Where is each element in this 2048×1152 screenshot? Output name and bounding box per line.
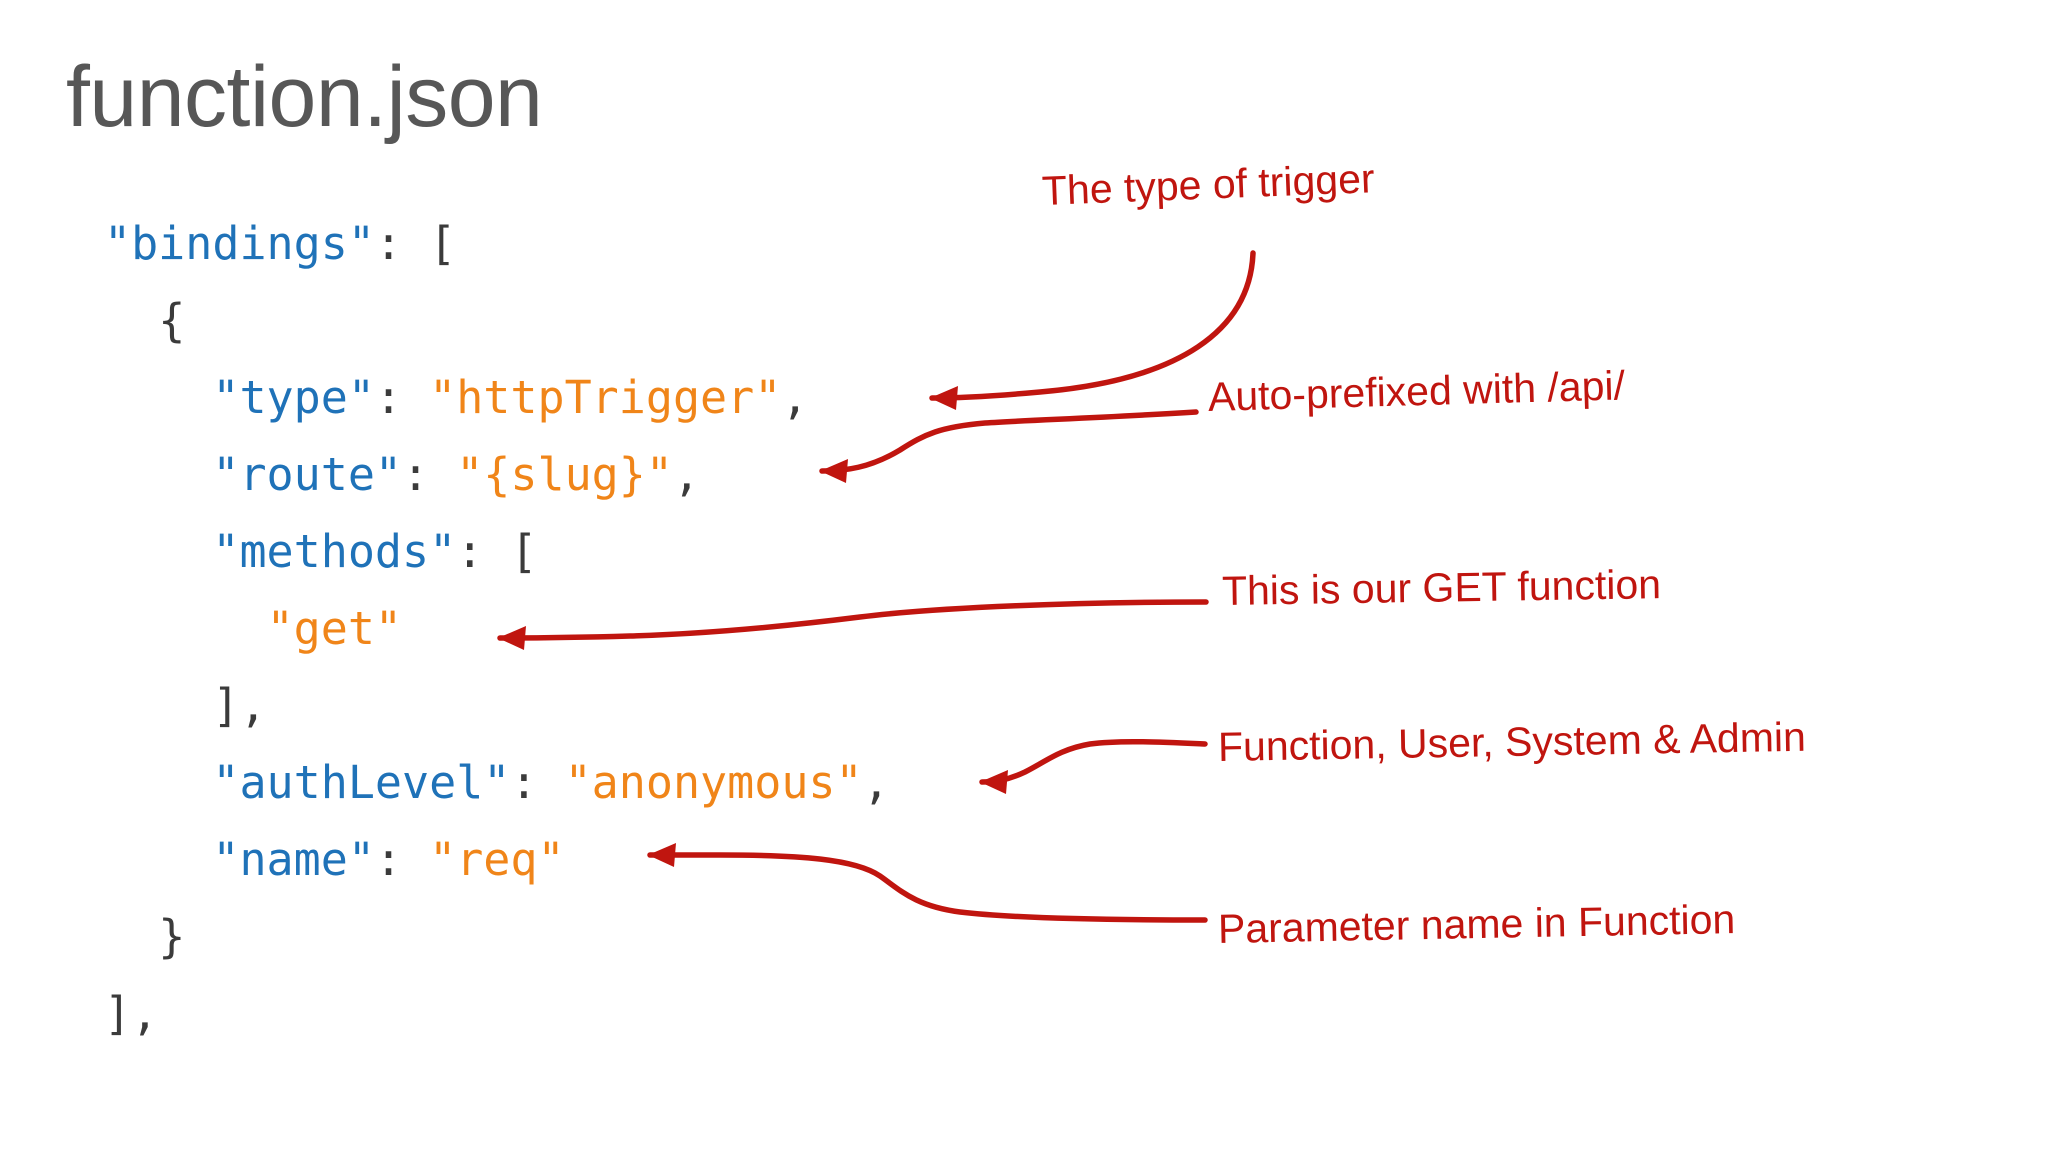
page-title: function.json bbox=[66, 49, 543, 145]
code-line: "methods": [ bbox=[104, 513, 890, 590]
code-indent bbox=[104, 756, 212, 809]
code-indent bbox=[104, 525, 212, 578]
code-token-key: "name" bbox=[212, 833, 375, 886]
code-line: } bbox=[104, 898, 890, 975]
code-line: "route": "{slug}", bbox=[104, 436, 890, 513]
code-line: "authLevel": "anonymous", bbox=[104, 744, 890, 821]
code-token-str: "get" bbox=[266, 602, 403, 655]
annotation-type-of-trigger: The type of trigger bbox=[1041, 155, 1376, 214]
code-token-key: "authLevel" bbox=[212, 756, 511, 809]
arrow-to-http-trigger bbox=[929, 250, 1256, 410]
json-code-block: "bindings": [ { "type": "httpTrigger", "… bbox=[104, 205, 890, 1052]
code-indent bbox=[104, 679, 212, 732]
code-token-punc: : bbox=[510, 756, 565, 809]
code-token-str: "httpTrigger" bbox=[429, 371, 782, 424]
code-line: "name": "req" bbox=[104, 821, 890, 898]
code-indent bbox=[104, 910, 158, 963]
code-line: ], bbox=[104, 667, 890, 744]
code-token-punc: ], bbox=[212, 679, 267, 732]
code-token-punc: : bbox=[374, 833, 430, 886]
code-token-punc: , bbox=[862, 756, 890, 809]
code-token-punc: : bbox=[374, 371, 430, 424]
code-indent bbox=[104, 602, 267, 655]
code-token-key: "bindings" bbox=[104, 217, 375, 270]
code-line: "get" bbox=[104, 590, 890, 667]
annotation-get-function: This is our GET function bbox=[1221, 561, 1662, 614]
code-indent bbox=[104, 833, 212, 886]
code-indent bbox=[104, 448, 212, 501]
code-token-punc: , bbox=[672, 448, 701, 501]
code-indent bbox=[104, 371, 212, 424]
code-token-punc: ], bbox=[104, 987, 159, 1040]
code-token-punc: [ bbox=[510, 525, 538, 578]
code-token-str: "anonymous" bbox=[564, 756, 863, 809]
code-token-punc: : bbox=[456, 525, 511, 578]
code-line: ], bbox=[104, 975, 890, 1052]
code-token-key: "methods" bbox=[212, 525, 457, 578]
code-line: "type": "httpTrigger", bbox=[104, 359, 890, 436]
code-token-punc: : bbox=[374, 217, 430, 270]
code-line: { bbox=[104, 282, 890, 359]
arrow-to-auth-level-value bbox=[979, 738, 1208, 794]
code-token-str: "{slug}" bbox=[456, 448, 673, 501]
code-line: "bindings": [ bbox=[104, 205, 890, 282]
code-token-punc: [ bbox=[429, 217, 457, 270]
annotation-auth-levels: Function, User, System & Admin bbox=[1217, 713, 1807, 770]
annotation-auto-prefixed: Auto-prefixed with /api/ bbox=[1207, 362, 1626, 420]
code-token-key: "type" bbox=[212, 371, 375, 424]
code-token-punc: : bbox=[402, 448, 457, 501]
code-token-key: "route" bbox=[212, 448, 403, 501]
annotation-parameter-name: Parameter name in Function bbox=[1217, 896, 1736, 952]
code-token-punc: } bbox=[158, 910, 186, 963]
code-token-punc: , bbox=[781, 371, 809, 424]
code-token-punc: { bbox=[158, 294, 186, 347]
code-indent bbox=[104, 294, 158, 347]
code-token-str: "req" bbox=[429, 833, 565, 886]
